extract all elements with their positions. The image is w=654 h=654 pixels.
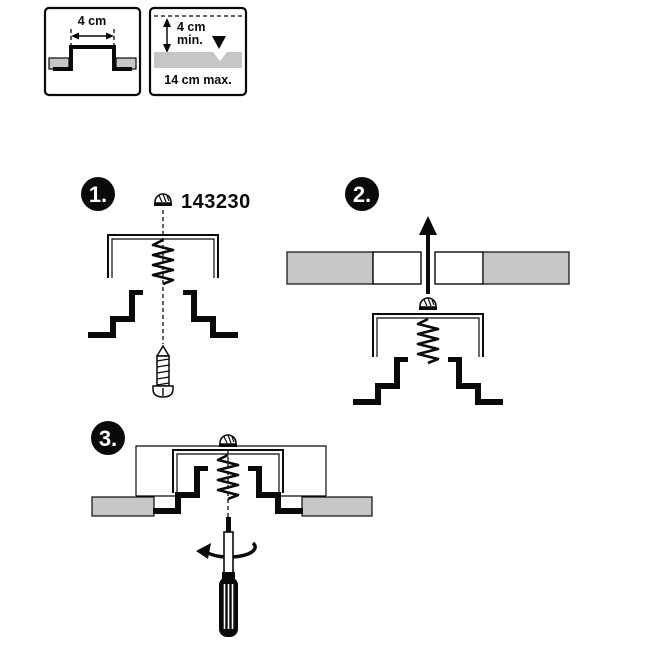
bracket-spring-icon bbox=[371, 312, 485, 365]
spec-box-channel-width: 4 cm bbox=[43, 6, 142, 97]
ceiling-panel-right bbox=[482, 251, 570, 285]
rotate-arrow-icon bbox=[196, 541, 257, 559]
ceiling-panel-left bbox=[286, 251, 374, 285]
plasterboard-edge-left bbox=[372, 251, 422, 285]
plasterboard-edge-right bbox=[434, 251, 484, 285]
installed-assembly bbox=[91, 434, 373, 522]
up-arrow-icon bbox=[419, 216, 437, 294]
channel-width-label: 4 cm bbox=[78, 14, 107, 28]
depth-dimension-arrow-icon bbox=[163, 18, 171, 53]
spec-box-plenum-depth: 4 cm min. 14 cm max. bbox=[148, 6, 248, 97]
spec-box-frame bbox=[43, 6, 142, 97]
ceiling-panel-right bbox=[301, 496, 373, 517]
slab-notch bbox=[213, 52, 227, 61]
ceiling-cutout-icon bbox=[286, 251, 570, 285]
max-depth-label: 14 cm max. bbox=[164, 73, 231, 87]
dome-nut-icon bbox=[418, 297, 438, 311]
ceiling-profile-icon bbox=[353, 357, 503, 405]
min-depth-value: 4 cm bbox=[177, 20, 206, 34]
ceiling-panel-left bbox=[91, 496, 155, 517]
down-pointer-icon bbox=[212, 36, 226, 49]
min-depth-unit: min. bbox=[177, 33, 203, 47]
step-3-number: 3. bbox=[99, 426, 117, 451]
screwdriver-icon bbox=[219, 517, 238, 637]
step-3: 3. bbox=[91, 421, 373, 637]
step-2-badge bbox=[345, 177, 379, 211]
step-1-badge bbox=[81, 177, 115, 211]
step-2: 2. bbox=[286, 177, 570, 405]
part-number: 143230 bbox=[181, 191, 251, 213]
ceiling-slab-bar bbox=[154, 52, 242, 68]
screw-icon bbox=[152, 344, 174, 398]
step-2-number: 2. bbox=[353, 182, 371, 207]
spec-box-frame bbox=[148, 6, 248, 97]
step-1-number: 1. bbox=[89, 182, 107, 207]
step-3-badge bbox=[91, 421, 125, 455]
dome-nut-icon bbox=[218, 434, 238, 448]
width-dimension-arrow-icon bbox=[70, 29, 115, 45]
dome-nut-icon bbox=[153, 193, 173, 207]
step-1: 1. 143230 bbox=[81, 177, 251, 398]
recessed-channel-icon bbox=[53, 45, 132, 71]
